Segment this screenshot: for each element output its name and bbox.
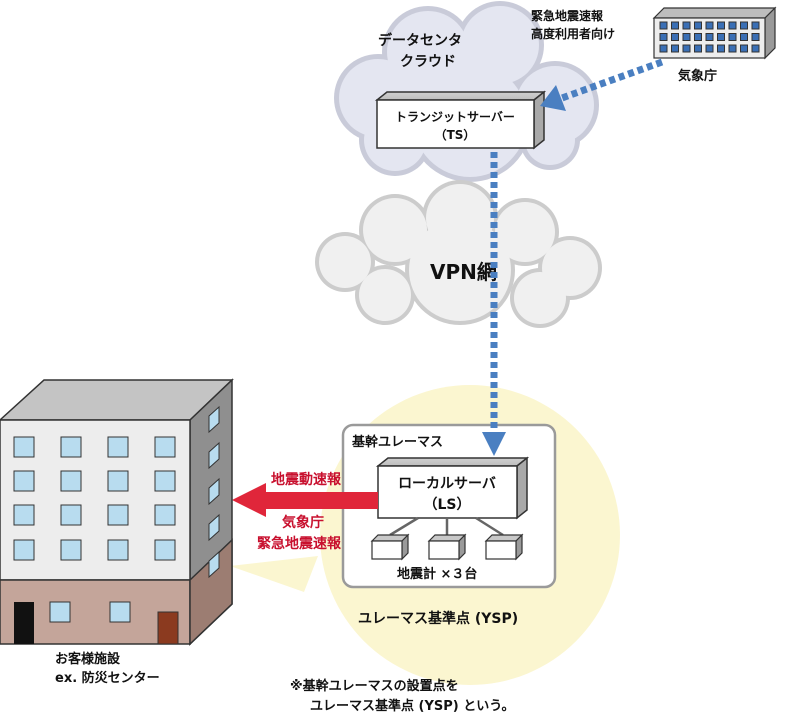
- building-side-window: [208, 513, 220, 542]
- building-window: [107, 539, 129, 561]
- jma-window: [751, 33, 760, 41]
- jma-window: [740, 33, 748, 41]
- footnote-line1: ※基幹ユレーマスの設置点を: [290, 678, 459, 694]
- local-server-label-line2: （LS）: [423, 497, 470, 513]
- building-door-right: [157, 611, 179, 645]
- transit-server-label-line2: （TS）: [435, 127, 476, 142]
- jma-window: [717, 44, 725, 53]
- arrow-label-bottom-line1: 気象庁: [282, 514, 324, 531]
- jma-window: [751, 21, 760, 30]
- building-window: [154, 470, 176, 492]
- vpn-cloud: [315, 180, 602, 328]
- customer-building-icon: [0, 378, 234, 646]
- jma-window: [682, 44, 691, 53]
- building-window: [60, 470, 82, 492]
- ysp-callout-pointer: [230, 556, 318, 592]
- building-window: [13, 470, 35, 492]
- jma-window: [671, 44, 679, 53]
- jma-window: [671, 21, 679, 30]
- building-window: [109, 601, 131, 623]
- jma-window: [705, 33, 714, 41]
- jma-window: [717, 21, 725, 30]
- seismometer-1-icon: [370, 533, 410, 561]
- seismometer-3-icon: [484, 533, 524, 561]
- jma-window: [740, 21, 748, 30]
- building-side-window: [208, 405, 220, 434]
- jma-building-label: 気象庁: [678, 68, 717, 84]
- jma-window: [728, 33, 737, 41]
- building-window: [154, 436, 176, 458]
- building-window: [107, 436, 129, 458]
- jma-window: [694, 33, 702, 41]
- jma-window: [694, 44, 702, 53]
- footnote-line2: ユレーマス基準点 (YSP) という。: [310, 698, 514, 714]
- jma-window: [728, 44, 737, 53]
- building-window: [60, 539, 82, 561]
- jma-window: [659, 33, 668, 41]
- transit-server-label-line1: トランジットサーバー: [395, 110, 515, 124]
- building-window: [13, 436, 35, 458]
- building-window: [154, 504, 176, 526]
- building-side-window: [208, 550, 220, 579]
- building-side-window: [208, 477, 220, 506]
- jma-to-ts-arrow-line: [560, 58, 664, 102]
- jma-window: [740, 44, 748, 53]
- jma-window: [682, 33, 691, 41]
- jma-window: [751, 44, 760, 53]
- arrow-label-bottom-line2: 緊急地震速報: [257, 535, 342, 552]
- building-window: [13, 504, 35, 526]
- core-uremas-label: 基幹ユレーマス: [351, 434, 443, 450]
- datacenter-label-line1: データセンタ: [378, 32, 462, 49]
- alert-arrow-shaft: [262, 492, 378, 509]
- local-server-box: [375, 456, 530, 520]
- jma-window: [659, 44, 668, 53]
- jma-building-icon: [652, 6, 777, 60]
- vpn-label: VPN網: [430, 260, 497, 284]
- building-window: [154, 539, 176, 561]
- jma-window: [717, 33, 725, 41]
- building-window: [49, 601, 71, 623]
- jma-window: [671, 33, 679, 41]
- building-door-left: [14, 602, 34, 644]
- jma-window: [728, 21, 737, 30]
- building-window: [60, 504, 82, 526]
- seismometer-connectors: [389, 516, 504, 537]
- jma-window: [659, 21, 668, 30]
- datacenter-label-line2: クラウド: [400, 54, 456, 70]
- ysp-label: ユレーマス基準点 (YSP): [358, 610, 518, 627]
- jma-window: [682, 21, 691, 30]
- jma-window: [705, 44, 714, 53]
- building-window: [60, 436, 82, 458]
- seismometer-2-icon: [427, 533, 467, 561]
- transit-server-box: [374, 90, 547, 150]
- building-side-window: [208, 441, 220, 470]
- jma-feed-label-line1: 緊急地震速報: [531, 8, 604, 23]
- building-window: [107, 470, 129, 492]
- alert-arrowhead: [232, 483, 266, 517]
- customer-label-line1: お客様施設: [55, 651, 121, 667]
- seismometer-label: 地震計 ×３台: [397, 566, 477, 582]
- jma-window: [705, 21, 714, 30]
- building-window: [107, 504, 129, 526]
- ts-to-ls-arrowhead: [482, 432, 506, 456]
- arrow-label-top: 地震動速報: [271, 471, 342, 488]
- local-server-label-line1: ローカルサーバ: [398, 476, 496, 492]
- jma-window: [694, 21, 702, 30]
- customer-label-line2: ex. 防災センター: [55, 670, 160, 686]
- building-window: [13, 539, 35, 561]
- jma-feed-label-line2: 高度利用者向け: [531, 26, 615, 41]
- jma-to-ts-arrowhead: [540, 85, 566, 111]
